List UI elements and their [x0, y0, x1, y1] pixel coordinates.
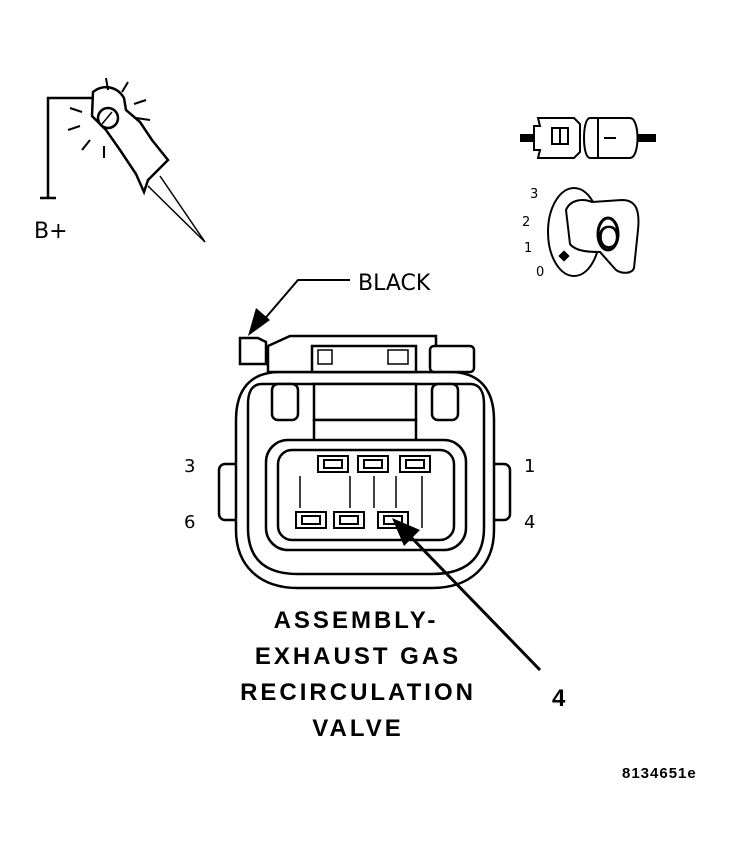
- pin-callout-arrowhead: [392, 518, 420, 546]
- pin-callout: [392, 518, 542, 672]
- terminal-row-bottom: [295, 511, 409, 529]
- pin-label-3: 3: [184, 456, 195, 477]
- ignition-pos-2: 2: [522, 215, 530, 230]
- pin-label-6: 6: [184, 512, 195, 533]
- probe-tip: [147, 175, 206, 243]
- lamp-glint: [101, 111, 113, 125]
- title-line-1: ASSEMBLY-: [274, 607, 439, 634]
- ignition-pos-3: 3: [530, 187, 538, 202]
- color-callout-arrowhead: [248, 308, 270, 336]
- title-line-2: EXHAUST GAS: [255, 643, 461, 670]
- component-title: ASSEMBLY- EXHAUST GAS RECIRCULATION VALV…: [240, 607, 476, 742]
- color-callout: [248, 279, 350, 336]
- probe-lamp: [96, 106, 120, 130]
- terminal-row-top: [317, 455, 431, 473]
- connector-color-label: BLACK: [358, 271, 431, 296]
- probe-lead-wire: [46, 96, 92, 198]
- ignition-switch-icon: [547, 187, 640, 277]
- probe-body: [90, 85, 170, 196]
- ignition-pos-1: 1: [524, 241, 532, 256]
- pin-label-1: 1: [524, 456, 535, 477]
- title-line-3: RECIRCULATION: [240, 679, 476, 706]
- pin-label-4: 4: [524, 512, 535, 533]
- ignition-positions: 3 2 1 0: [522, 187, 544, 280]
- connector-face: [217, 334, 512, 590]
- connector-lock: [238, 336, 268, 366]
- figure-id: 8134651e: [622, 765, 697, 782]
- light-rays-icon: [67, 77, 151, 158]
- title-line-4: VALVE: [312, 715, 403, 742]
- ignition-pos-0: 0: [536, 265, 544, 280]
- supply-label: B+: [34, 219, 68, 244]
- key-mark: O: [597, 221, 621, 256]
- test-light-probe: [40, 77, 206, 243]
- connector-plug-icon: [520, 117, 656, 159]
- pin-callout-number: 4: [552, 685, 568, 712]
